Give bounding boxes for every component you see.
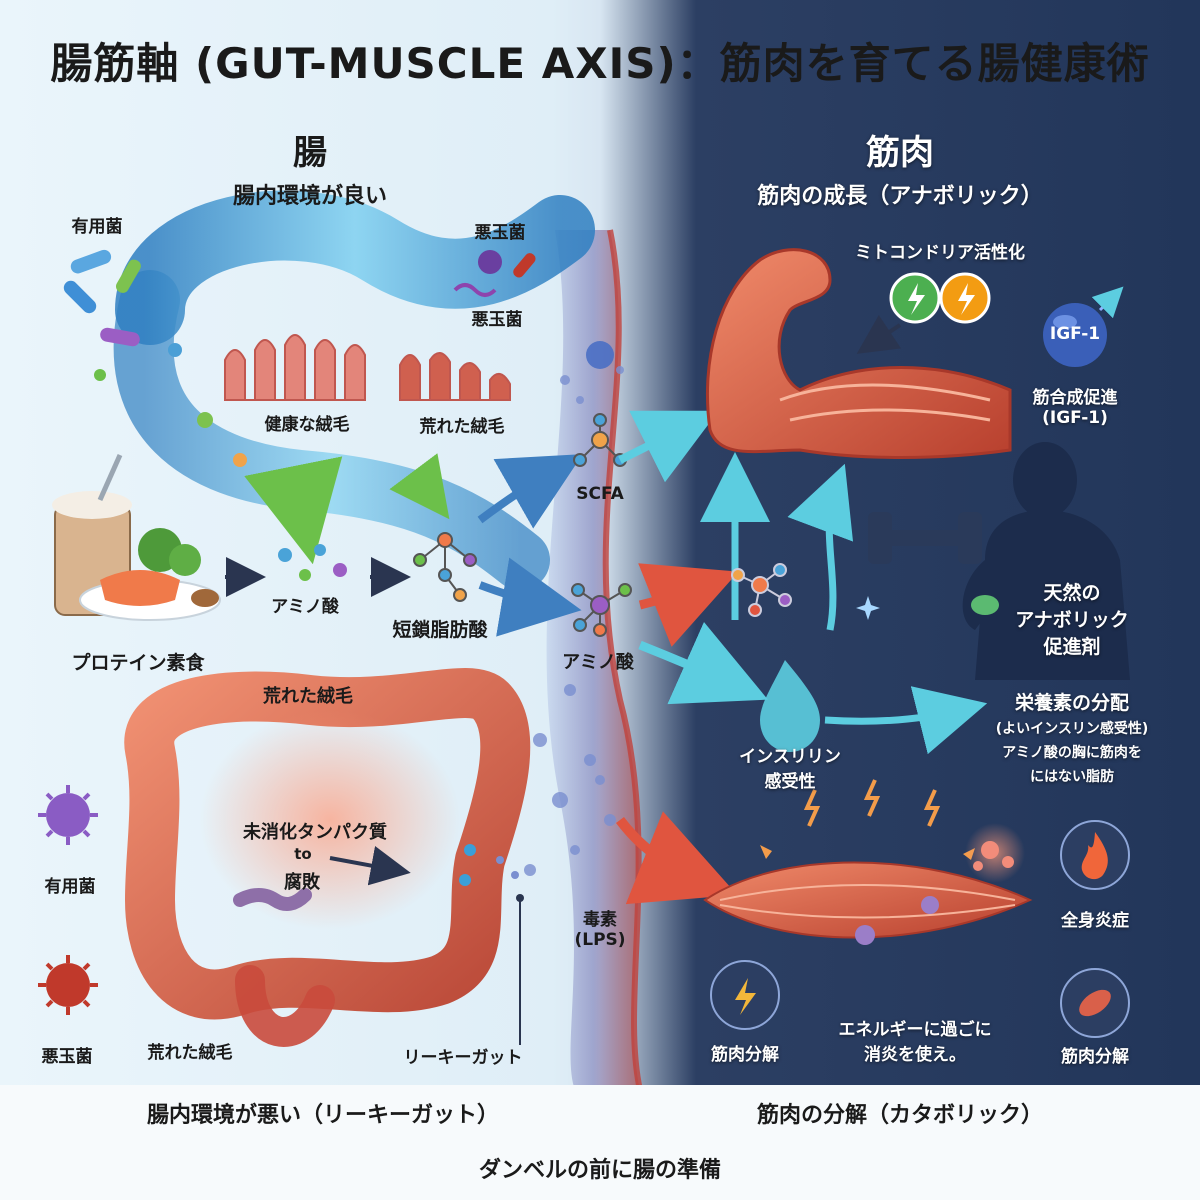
good-bacteria-label: 有用菌 (71, 217, 123, 237)
bad-bacteria-label-top: 悪玉菌 (474, 223, 526, 243)
muscle-breakdown-label-left: 筋肉分解 (711, 1045, 779, 1065)
healthy-villi-label: 健康な絨毛 (264, 415, 350, 435)
undigested-protein-label: 未消化タンパク質 (243, 822, 387, 843)
muscle-synthesis-igf1-label: (IGF-1) (1042, 408, 1108, 428)
scfa-label: SCFA (576, 484, 624, 504)
damaged-villi-label-colon: 荒れた絨毛 (263, 686, 353, 707)
muscle-growth-subheading: 筋肉の成長（アナボリック） (757, 184, 1043, 209)
leaky-gut-label: リーキーガット (403, 1048, 523, 1068)
bottom-caption: ダンベルの前に腸の準備 (478, 1158, 722, 1183)
systemic-inflammation-label: 全身炎症 (1061, 911, 1129, 931)
bad-bacteria-label-mid: 悪玉菌 (471, 310, 523, 330)
amino-acid-label-middle: アミノ酸 (562, 652, 634, 673)
energy-note-1: エネルギーに過ごに (838, 1020, 992, 1040)
putrefaction-label: 腐敗 (284, 872, 320, 893)
gut-good-subheading: 腸内環境が良い (232, 184, 388, 209)
natural-anabolic-label-2: アナボリック (1015, 609, 1129, 631)
gut-bad-footer: 腸内環境が悪い（リーキーガット） (146, 1103, 500, 1128)
nutrient-partition-note-2: アミノ酸の胸に筋肉を (1002, 745, 1142, 761)
insulin-sensitivity-label-1: インスリリン (739, 747, 841, 767)
scfa-japanese-label: 短鎖脂肪酸 (392, 619, 488, 641)
nutrient-partition-title: 栄養素の分配 (1014, 692, 1130, 714)
damaged-villi-label-top: 荒れた絨毛 (419, 417, 505, 437)
lps-label: (LPS) (574, 930, 626, 950)
nutrient-partition-note-3: にはない脂肪 (1030, 769, 1114, 785)
undigested-to-label: to (294, 845, 312, 863)
bottom-band (0, 1085, 1200, 1200)
page-title: 腸筋軸 (GUT-MUSCLE AXIS)：筋肉を育てる腸健康術 (50, 39, 1150, 88)
nutrient-partition-note-1: (よいインスリン感受性) (995, 721, 1149, 737)
bad-bacteria-label-bottom: 悪玉菌 (41, 1047, 93, 1067)
natural-anabolic-label-3: 促進剤 (1043, 636, 1101, 658)
natural-anabolic-label-1: 天然の (1043, 582, 1101, 604)
energy-note-2: 消炎を使え。 (864, 1045, 966, 1065)
igf1-badge: IGF-1 (1049, 324, 1101, 344)
muscle-synthesis-label: 筋合成促進 (1032, 388, 1118, 408)
good-bacteria-label-bottom: 有用菌 (44, 877, 96, 897)
damaged-villi-label-bottom: 荒れた絨毛 (147, 1043, 233, 1063)
toxin-label: 毒素 (583, 910, 617, 930)
muscle-heading: 筋肉 (866, 133, 934, 173)
gut-heading: 腸 (293, 133, 327, 173)
protein-diet-label: プロテイン素食 (71, 652, 205, 674)
muscle-breakdown-label-right: 筋肉分解 (1061, 1047, 1129, 1067)
insulin-sensitivity-label-2: 感受性 (764, 772, 816, 792)
amino-acid-label-left: アミノ酸 (271, 597, 339, 617)
muscle-catabolic-footer: 筋肉の分解（カタボリック） (756, 1103, 1044, 1128)
mitochondria-label: ミトコンドリア活性化 (855, 243, 1025, 263)
